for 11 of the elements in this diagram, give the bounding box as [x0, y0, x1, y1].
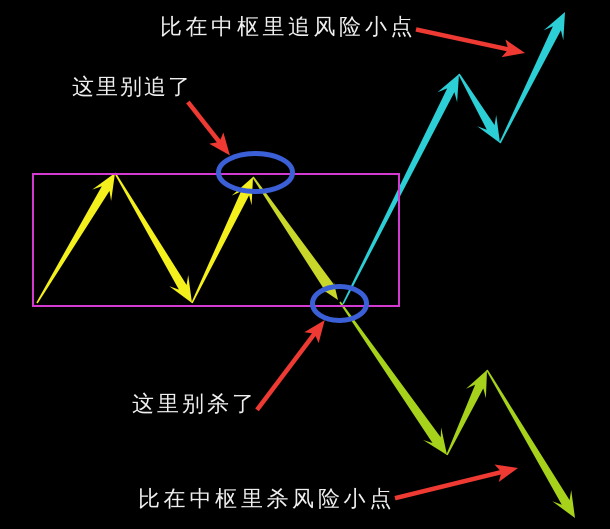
pointer-arrow — [186, 100, 232, 157]
highlight-ellipse — [310, 284, 368, 322]
pointer-arrow — [416, 27, 526, 58]
annotation-text: 这里别追了 — [72, 74, 192, 102]
pointer-arrow — [394, 464, 519, 500]
annotation-text: 这里别杀了 — [132, 391, 257, 419]
annotation-text: 比在中枢里追风险小点 — [160, 14, 416, 42]
pointer-arrow — [255, 318, 326, 412]
range-box — [32, 173, 400, 307]
annotation-text: 比在中枢里杀风险小点 — [138, 486, 395, 514]
highlight-ellipse — [216, 150, 294, 194]
